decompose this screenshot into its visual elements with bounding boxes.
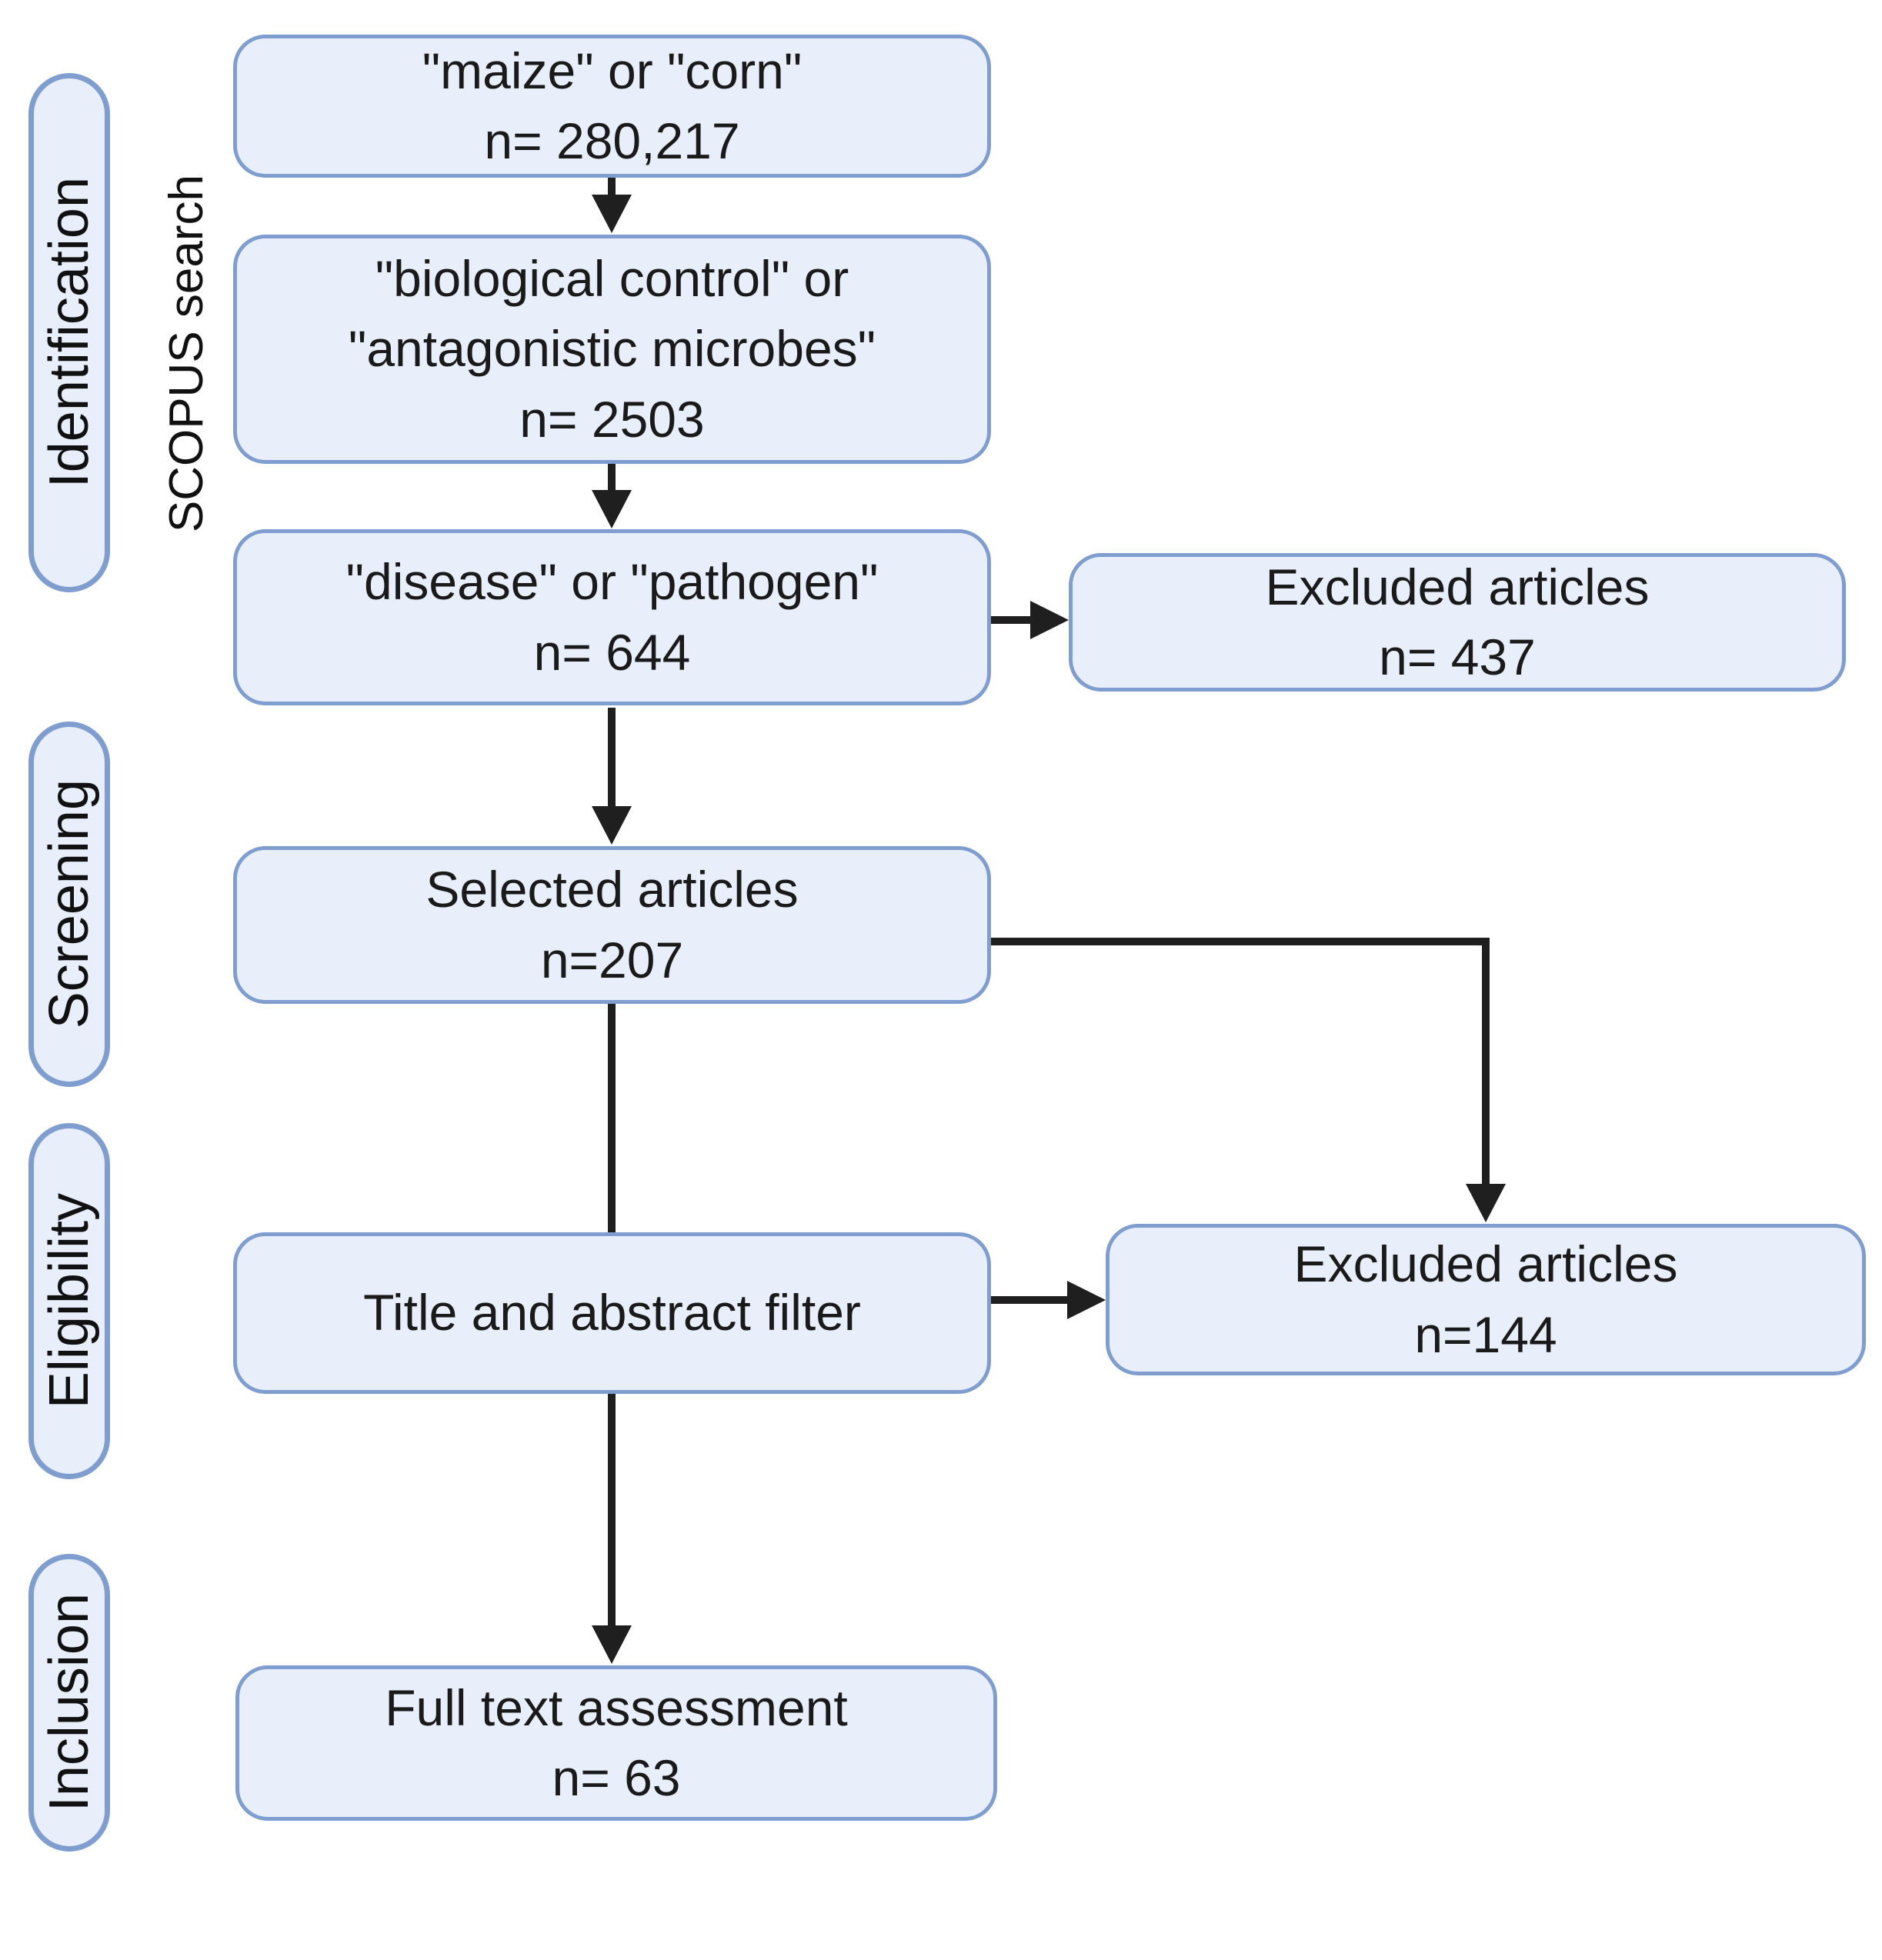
- flow-box-excluded-articles-437: Excluded articles n= 437: [1069, 553, 1846, 692]
- arrow-biocontrol-to-disease: [592, 464, 632, 528]
- flow-box-title-abstract-filter: Title and abstract filter: [233, 1232, 991, 1394]
- arrow-disease-to-selected: [592, 708, 632, 845]
- box-selected-count: n=207: [540, 931, 684, 988]
- arrow-title-abstract-to-excluded144: [991, 1281, 1106, 1319]
- scopus-search-annotation: SCOPUS search: [140, 175, 232, 532]
- box-title-abstract-line1: Title and abstract filter: [363, 1284, 861, 1342]
- box-fulltext-count: n= 63: [552, 1749, 681, 1806]
- flow-box-biological-control: "biological control" or "antagonistic mi…: [233, 235, 991, 464]
- stage-label-eligibility: Eligibility: [38, 1193, 100, 1409]
- scopus-search-label: SCOPUS search: [159, 175, 213, 533]
- box-fulltext-line1: Full text assessment: [385, 1678, 848, 1736]
- stage-label-screening: Screening: [38, 779, 100, 1029]
- box-disease-line1: "disease" or "pathogen": [345, 553, 879, 611]
- stage-pill-screening: Screening: [28, 722, 110, 1087]
- box-maize-count: n= 280,217: [484, 112, 740, 169]
- box-excluded144-line1: Excluded articles: [1293, 1235, 1678, 1293]
- arrow-title-abstract-to-fulltext: [592, 1394, 632, 1664]
- flow-box-excluded-articles-144: Excluded articles n=144: [1106, 1224, 1866, 1375]
- stage-pill-eligibility: Eligibility: [28, 1123, 110, 1479]
- box-selected-line1: Selected articles: [425, 861, 799, 918]
- stage-pill-identification: Identification: [28, 73, 110, 592]
- box-biocontrol-line2: "antagonistic microbes": [348, 320, 876, 378]
- flow-box-disease-or-pathogen: "disease" or "pathogen" n= 644: [233, 529, 991, 705]
- flow-box-selected-articles: Selected articles n=207: [233, 846, 991, 1004]
- box-disease-count: n= 644: [533, 623, 691, 681]
- stage-pill-inclusion: Inclusion: [28, 1554, 110, 1852]
- stage-label-inclusion: Inclusion: [38, 1593, 100, 1812]
- box-maize-line1: "maize" or "corn": [422, 42, 803, 99]
- arrow-maize-to-biocontrol: [592, 178, 632, 233]
- box-biocontrol-line1: "biological control" or: [375, 250, 849, 308]
- flow-box-full-text-assessment: Full text assessment n= 63: [235, 1665, 997, 1821]
- box-excluded437-line1: Excluded articles: [1265, 558, 1650, 615]
- box-excluded437-count: n= 437: [1379, 628, 1536, 685]
- arrow-disease-to-excluded437: [991, 601, 1069, 639]
- box-biocontrol-count: n= 2503: [519, 390, 705, 448]
- box-excluded144-count: n=144: [1414, 1305, 1557, 1363]
- flow-box-maize-or-corn: "maize" or "corn" n= 280,217: [233, 35, 991, 178]
- stage-label-identification: Identification: [38, 177, 100, 488]
- arrow-selected-to-excluded144: [991, 938, 1506, 1222]
